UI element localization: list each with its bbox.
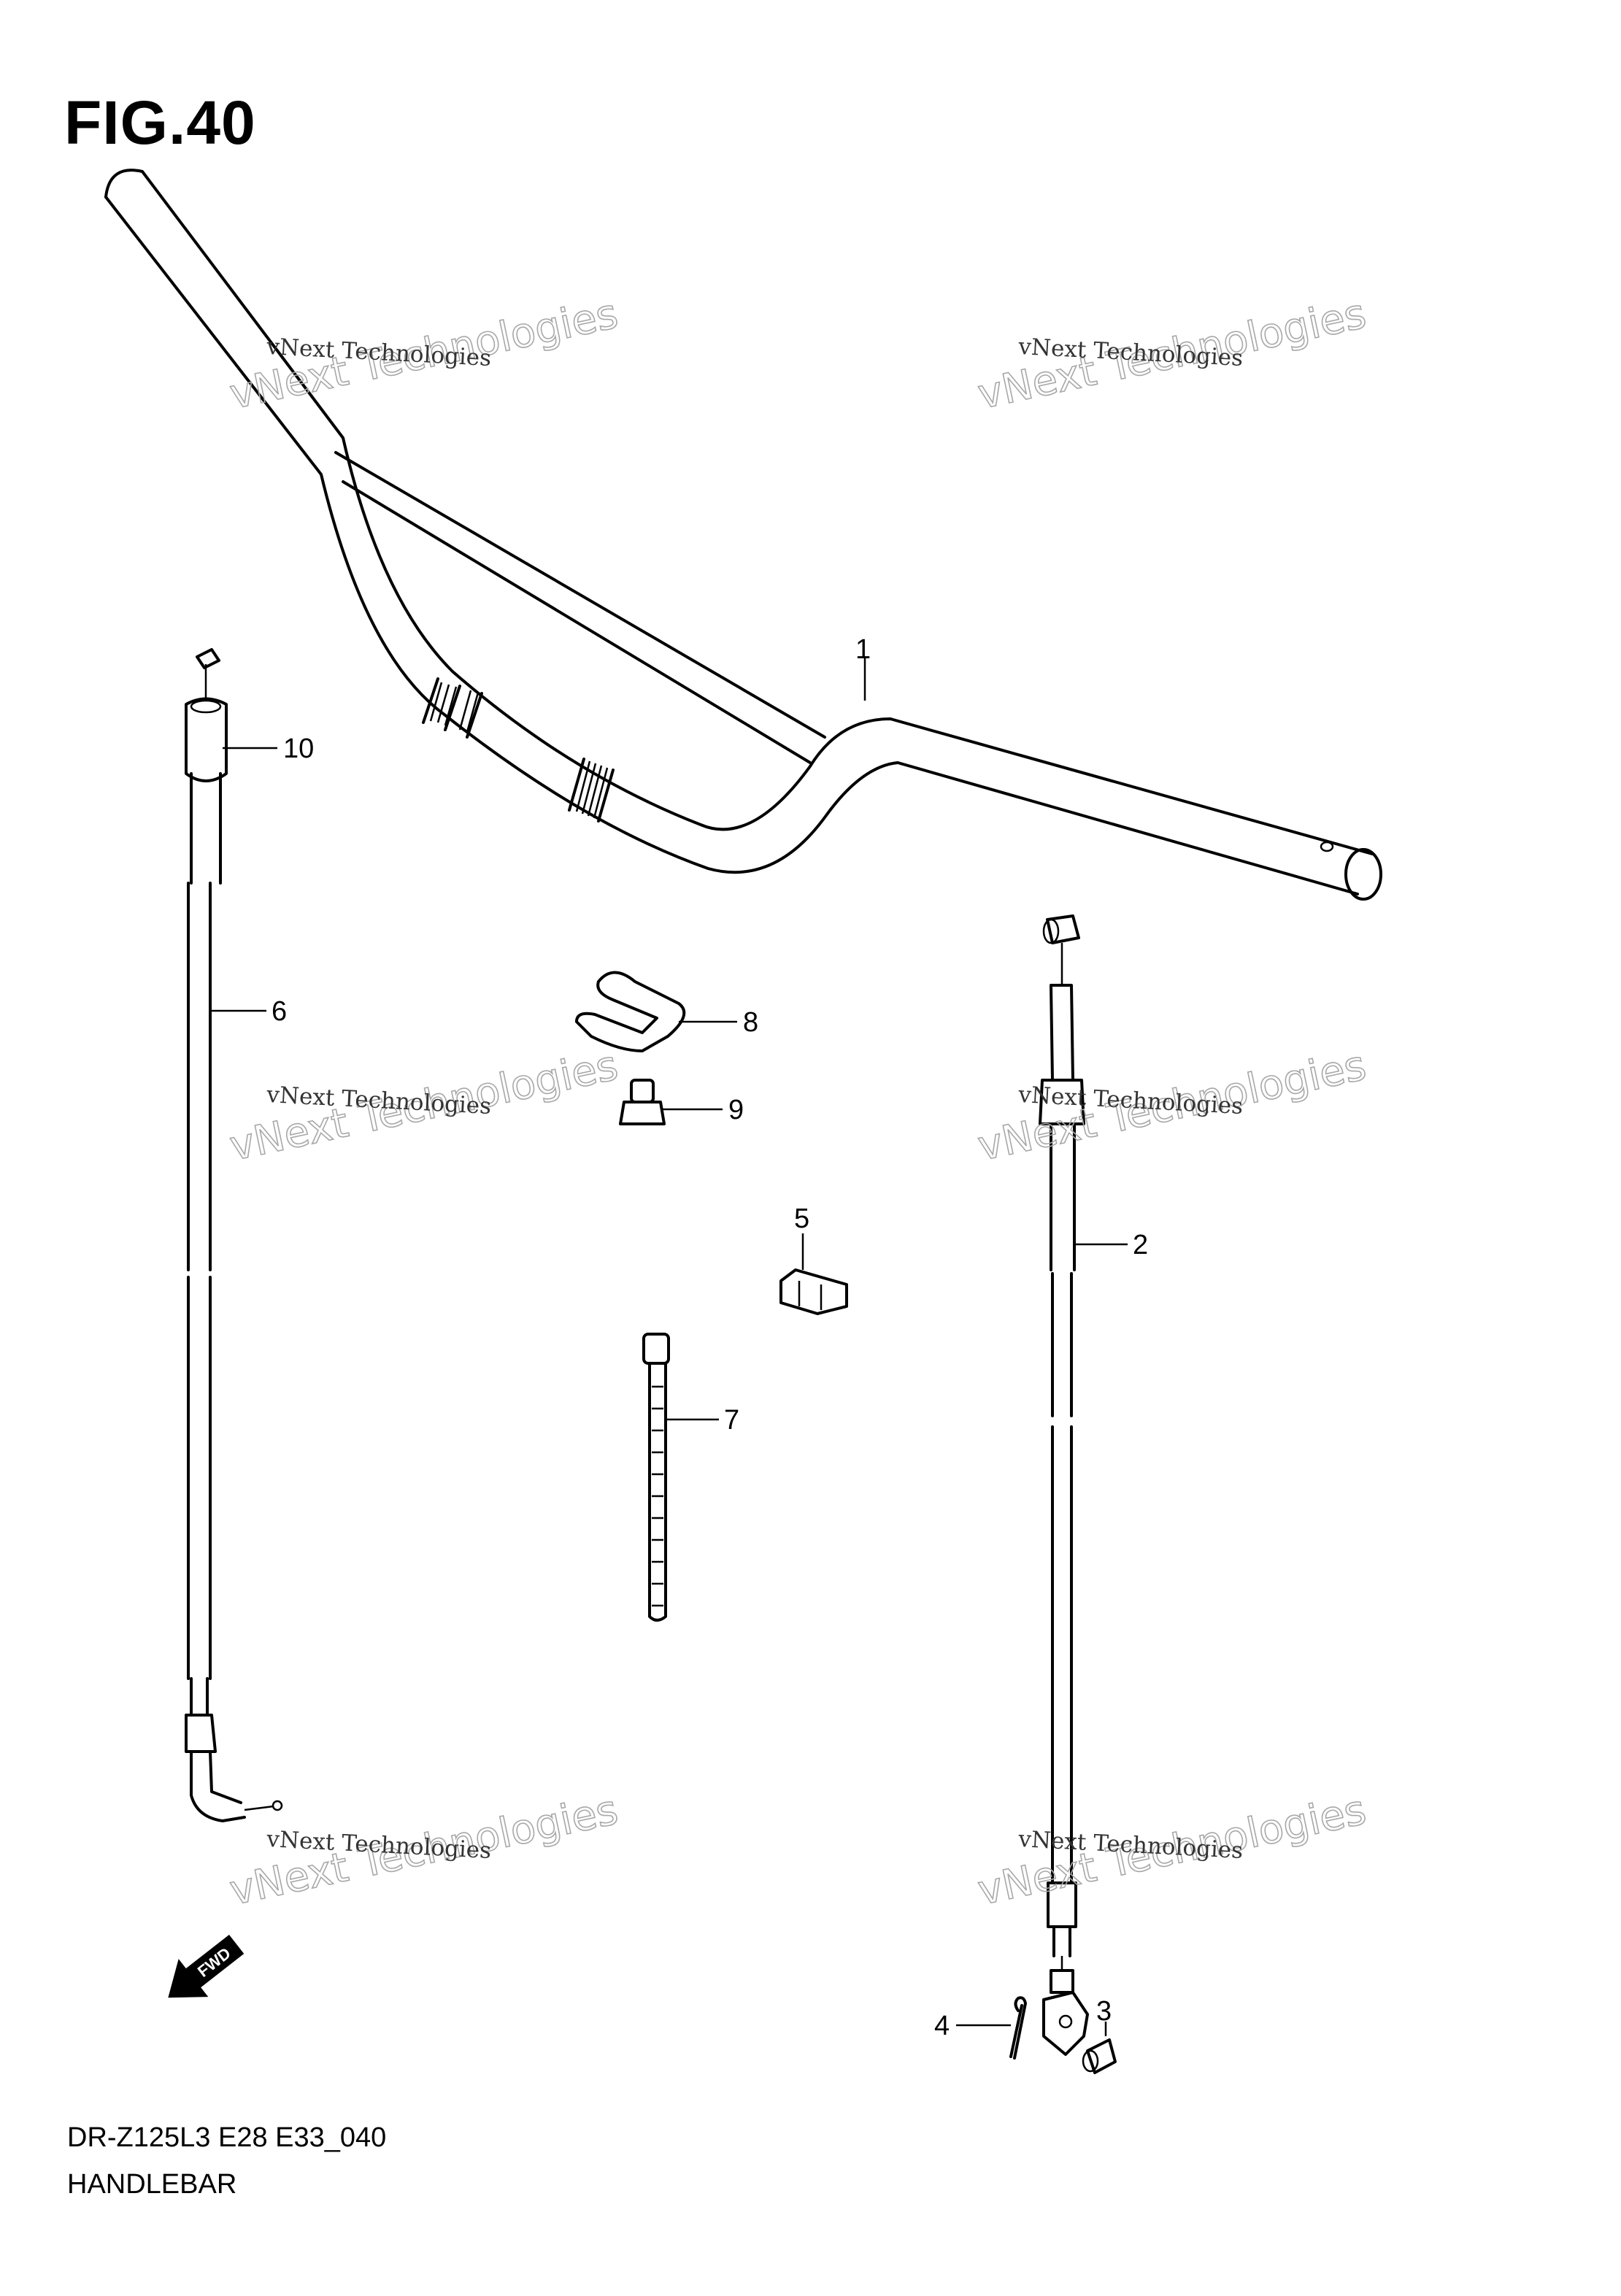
callout-7: 7 (724, 1405, 739, 1436)
watermark-mid-right: vNext Technologies vNext Technologies (974, 1041, 1371, 1171)
watermark-top-right: vNext Technologies vNext Technologies (974, 290, 1371, 420)
callout-2: 2 (1133, 1230, 1148, 1260)
callout-4: 4 (934, 2011, 950, 2041)
watermark-mid-left: vNext Technologies vNext Technologies (226, 1041, 623, 1171)
handlebar-part-1[interactable] (104, 169, 1382, 901)
watermark-top-left: vNext Technologies vNext Technologies (226, 290, 623, 420)
figure-title: FIG.40 (64, 88, 256, 157)
cable-tie-part-7[interactable] (642, 1333, 719, 1622)
callout-9: 9 (728, 1095, 744, 1125)
clutch-cable-part-2[interactable] (1039, 914, 1128, 2056)
fwd-arrow-icon: FWD (168, 1934, 245, 1998)
callout-8: 8 (743, 1007, 758, 1038)
clamp-part-8[interactable] (575, 971, 737, 1052)
watermark-bottom-right: vNext Technologies vNext Technologies (974, 1786, 1371, 1916)
cotter-pin-part-4[interactable] (956, 1996, 1027, 2060)
pin-part-3[interactable] (1082, 2022, 1117, 2074)
throttle-cable-part-6[interactable] (185, 648, 283, 1822)
callout-6: 6 (272, 996, 287, 1027)
callout-3: 3 (1096, 1996, 1112, 2027)
watermark-bottom-left: vNext Technologies vNext Technologies (226, 1786, 623, 1916)
callout-1: 1 (855, 634, 871, 665)
callout-5: 5 (794, 1203, 809, 1234)
clip-part-5[interactable] (779, 1233, 848, 1315)
callout-10: 10 (283, 733, 314, 764)
model-code: DR-Z125L3 E28 E33_040 (67, 2122, 387, 2153)
bolt-part-9[interactable] (619, 1079, 723, 1125)
model-name: HANDLEBAR (67, 2169, 237, 2200)
